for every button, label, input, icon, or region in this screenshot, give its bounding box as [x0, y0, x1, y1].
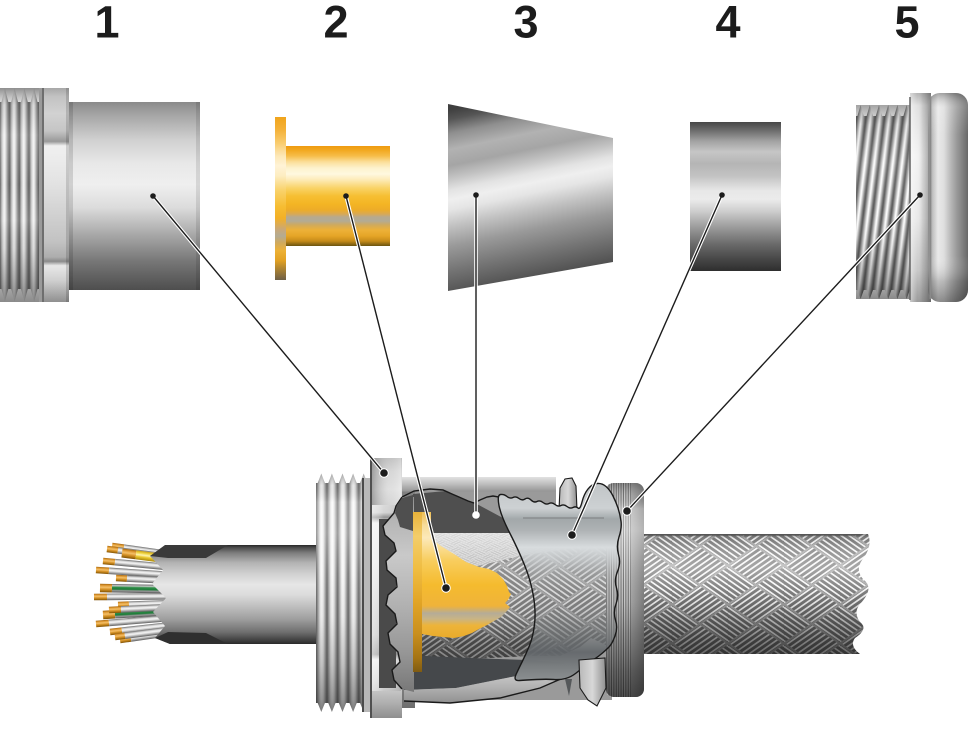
- svg-text:3: 3: [513, 0, 538, 48]
- svg-text:1: 1: [94, 0, 119, 48]
- svg-text:2: 2: [323, 0, 348, 48]
- svg-text:4: 4: [715, 0, 740, 48]
- svg-text:5: 5: [894, 0, 919, 48]
